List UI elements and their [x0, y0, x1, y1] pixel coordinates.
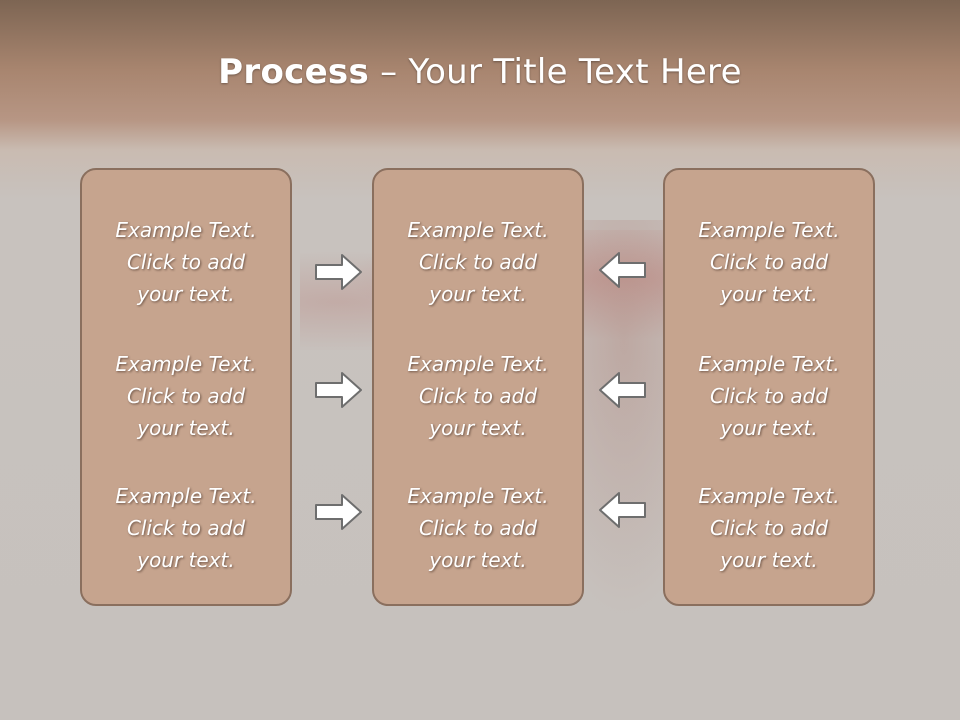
arrow-left-icon[interactable] [597, 370, 647, 410]
text-line: Click to add [418, 250, 538, 274]
text-line: your text. [429, 548, 527, 572]
text-line: Example Text. [407, 218, 549, 242]
process-box-center[interactable]: Example Text. Click to add your text. Ex… [372, 168, 584, 606]
text-line: Example Text. [115, 352, 257, 376]
text-block[interactable]: Example Text. Click to add your text. [665, 348, 873, 444]
text-line: Click to add [126, 516, 246, 540]
text-line: your text. [429, 282, 527, 306]
process-box-left[interactable]: Example Text. Click to add your text. Ex… [80, 168, 292, 606]
text-line: your text. [720, 282, 818, 306]
text-line: Click to add [709, 384, 829, 408]
title-bold: Process [218, 52, 370, 92]
text-line: your text. [720, 416, 818, 440]
title-rest: – Your Title Text Here [369, 52, 742, 92]
text-block[interactable]: Example Text. Click to add your text. [374, 214, 582, 310]
text-line: Click to add [709, 250, 829, 274]
text-line: Example Text. [698, 352, 840, 376]
text-line: Click to add [126, 384, 246, 408]
arrow-right-icon[interactable] [314, 492, 364, 532]
text-line: your text. [137, 548, 235, 572]
arrow-left-icon[interactable] [597, 250, 647, 290]
text-block[interactable]: Example Text. Click to add your text. [665, 214, 873, 310]
text-block[interactable]: Example Text. Click to add your text. [82, 214, 290, 310]
text-line: your text. [137, 282, 235, 306]
text-block[interactable]: Example Text. Click to add your text. [374, 348, 582, 444]
text-line: your text. [720, 548, 818, 572]
text-line: your text. [137, 416, 235, 440]
text-line: your text. [429, 416, 527, 440]
text-line: Example Text. [115, 484, 257, 508]
text-line: Example Text. [407, 484, 549, 508]
arrow-left-icon[interactable] [597, 490, 647, 530]
arrow-right-icon[interactable] [314, 252, 364, 292]
text-line: Click to add [126, 250, 246, 274]
arrow-right-icon[interactable] [314, 370, 364, 410]
text-block[interactable]: Example Text. Click to add your text. [665, 480, 873, 576]
text-line: Example Text. [407, 352, 549, 376]
text-line: Example Text. [698, 218, 840, 242]
text-block[interactable]: Example Text. Click to add your text. [82, 480, 290, 576]
text-block[interactable]: Example Text. Click to add your text. [374, 480, 582, 576]
text-line: Example Text. [698, 484, 840, 508]
text-line: Example Text. [115, 218, 257, 242]
text-block[interactable]: Example Text. Click to add your text. [82, 348, 290, 444]
process-box-right[interactable]: Example Text. Click to add your text. Ex… [663, 168, 875, 606]
text-line: Click to add [709, 516, 829, 540]
text-line: Click to add [418, 516, 538, 540]
text-line: Click to add [418, 384, 538, 408]
slide-title[interactable]: Process – Your Title Text Here [0, 52, 960, 92]
